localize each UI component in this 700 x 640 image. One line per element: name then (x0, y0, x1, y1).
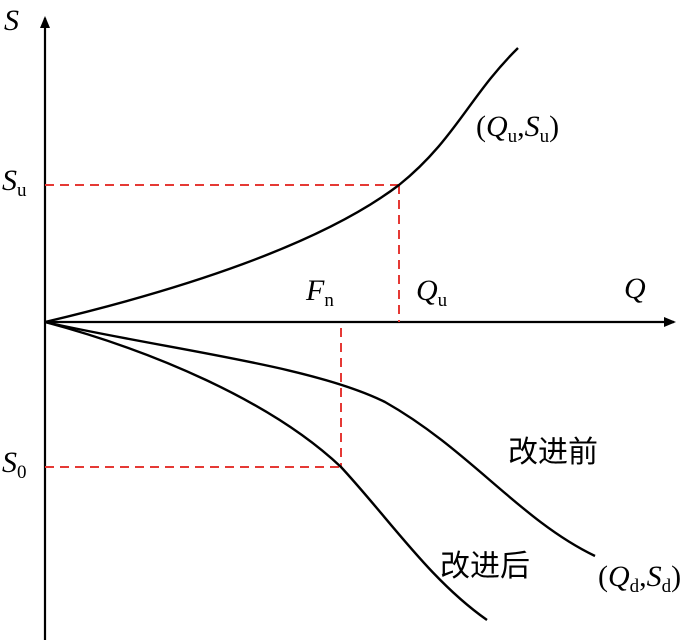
dashed-guides (45, 184, 400, 468)
y-axis-label: S (4, 4, 19, 37)
label-after-improvement: 改进后 (440, 549, 530, 584)
curve-after-improvement (44, 320, 488, 621)
s0-label: S0 (2, 446, 27, 483)
curve-before-improvement (44, 320, 596, 558)
label-before-improvement: 改进前 (508, 435, 598, 470)
upper-point-label: (Qu,Su) (476, 110, 559, 147)
fn-label: Fn (305, 274, 334, 311)
su-label: Su (2, 164, 27, 201)
x-axis-label: Q (624, 272, 646, 305)
lower-point-label: (Qd,Sd) (598, 560, 681, 597)
upper-curve (44, 47, 519, 324)
qu-label: Qu (416, 274, 448, 311)
